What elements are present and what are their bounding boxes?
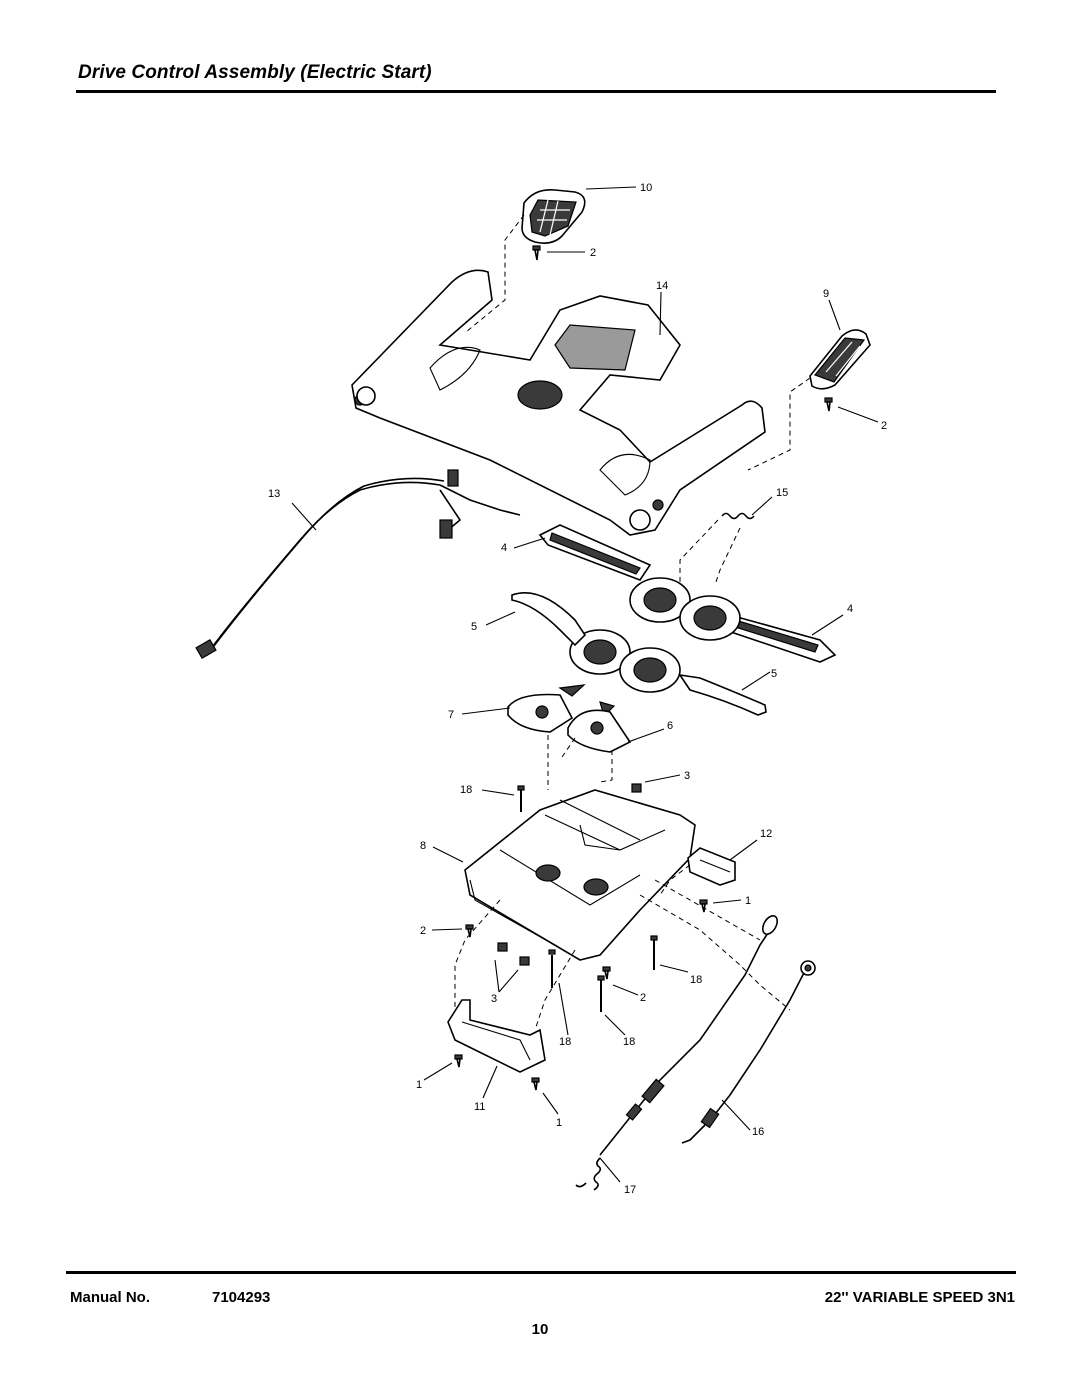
callout-15: 15: [776, 487, 788, 499]
callout-4: 4: [847, 603, 853, 615]
model-name: 22'' VARIABLE SPEED 3N1: [824, 1289, 1015, 1306]
screw-left: [465, 924, 474, 938]
pin-lower-a: [548, 949, 556, 988]
cam-left: [507, 693, 574, 733]
callout-1: 1: [745, 895, 751, 907]
handle-lever-right: [723, 614, 837, 663]
shift-cable: [681, 960, 816, 1144]
callout-14: 14: [656, 280, 668, 292]
callout-10: 10: [640, 182, 652, 194]
footer-rule: [66, 1271, 1016, 1274]
callout-18: 18: [690, 974, 702, 986]
screw-lower-right: [531, 1077, 540, 1091]
callout-12: 12: [760, 828, 772, 840]
page-title: Drive Control Assembly (Electric Start): [78, 62, 432, 83]
callout-17: 17: [624, 1184, 636, 1196]
callout-2: 2: [881, 420, 887, 432]
title-rule: [76, 90, 996, 93]
pin-upper: [517, 785, 525, 812]
clip-lower-b: [519, 956, 530, 966]
spring: [721, 512, 755, 520]
callout-18: 18: [460, 784, 472, 796]
screw-top: [532, 245, 541, 261]
callout-18: 18: [623, 1036, 635, 1048]
callout-6: 6: [667, 720, 673, 732]
callout-4: 4: [501, 542, 507, 554]
pin-lower-c: [650, 935, 658, 970]
bracket-right: [687, 847, 736, 886]
callout-2: 2: [420, 925, 426, 937]
callout-2: 2: [590, 247, 596, 259]
callout-5: 5: [471, 621, 477, 633]
callout-11: 11: [474, 1101, 485, 1113]
base-plate: [464, 789, 696, 961]
callout-1: 1: [416, 1079, 422, 1091]
screw-right: [824, 397, 833, 412]
arrow-left-icon: [558, 684, 586, 697]
callout-2: 2: [640, 992, 646, 1004]
lower-bracket: [447, 999, 546, 1073]
handle-cover: [351, 269, 766, 536]
clip-lower-a: [497, 942, 508, 952]
callout-3: 3: [491, 993, 497, 1005]
pad-grip-top: [521, 188, 586, 244]
cam-right: [567, 709, 632, 753]
callout-7: 7: [448, 709, 454, 721]
handle-lever-left: [538, 524, 652, 581]
callout-1: 1: [556, 1117, 562, 1129]
pad-grip-right: [809, 329, 871, 390]
screw-bracket: [699, 899, 708, 913]
wiring-harness: [195, 469, 521, 660]
callout-16: 16: [752, 1126, 764, 1138]
page-number: 10: [531, 1321, 549, 1338]
callout-labels: 10 2 14 9 2 13 15 4 5 4 5 7 6 18 3 12 8 …: [268, 182, 887, 1196]
callout-8: 8: [420, 840, 426, 852]
pin-lower-b: [597, 975, 605, 1012]
drive-cable: [575, 915, 779, 1191]
manual-number-label: Manual No.: [70, 1289, 151, 1306]
callout-5: 5: [771, 668, 777, 680]
lever-arm-left: [511, 591, 587, 647]
clip-upper: [631, 783, 642, 793]
screw-lower-center: [602, 966, 611, 980]
manual-number: 7104293: [212, 1289, 271, 1306]
callout-9: 9: [823, 288, 829, 300]
lever-hub-assembly: [569, 577, 741, 693]
callout-13: 13: [268, 488, 280, 500]
callout-3: 3: [684, 770, 690, 782]
lever-arm-right: [678, 673, 767, 716]
screw-lower-left: [454, 1054, 463, 1068]
callout-18: 18: [559, 1036, 571, 1048]
